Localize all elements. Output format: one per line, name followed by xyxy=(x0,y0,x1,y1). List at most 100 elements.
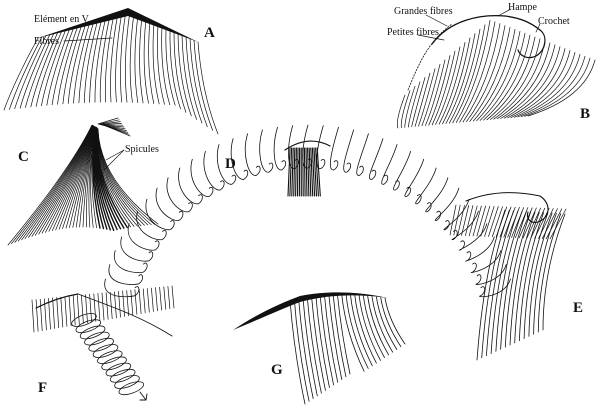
fiber-line xyxy=(48,298,51,330)
fiber-line xyxy=(404,85,416,128)
fiber-line xyxy=(530,207,546,239)
panel-f-coiled-barbule xyxy=(71,313,145,396)
fiber-line xyxy=(273,126,287,171)
coil-loop xyxy=(101,356,127,371)
fiber-line xyxy=(495,210,523,352)
panel-e: E xyxy=(449,192,583,361)
fiber-line xyxy=(363,295,385,358)
fiber-line xyxy=(367,295,389,356)
fiber-line xyxy=(31,299,35,333)
fiber-line xyxy=(167,286,171,310)
panel-g: G xyxy=(233,292,406,405)
fiber-line xyxy=(438,42,466,125)
fiber-line xyxy=(510,50,571,118)
fiber-line xyxy=(25,32,55,108)
panel-b-label-shaft: Hampe xyxy=(508,2,537,13)
panel-b-label-hook: Crochet xyxy=(538,16,570,27)
panel-b-label-large-fibers: Grandes fibres xyxy=(394,6,453,17)
fiber-line xyxy=(157,23,165,105)
fiber-line xyxy=(19,33,51,109)
fiber-line xyxy=(542,213,566,331)
fiber-line xyxy=(193,39,214,131)
fiber-line xyxy=(62,23,83,105)
fiber-line xyxy=(159,286,162,311)
fiber-line xyxy=(458,223,488,251)
coil-loop xyxy=(114,375,140,389)
fiber-line xyxy=(493,40,546,120)
fiber-line xyxy=(396,94,406,129)
panel-b-letter: B xyxy=(580,106,590,122)
fiber-line xyxy=(519,212,544,342)
fiber-line xyxy=(105,13,115,103)
fiber-line xyxy=(507,48,566,119)
fiber-line xyxy=(100,123,122,125)
fiber-line xyxy=(523,212,549,339)
fiber-line xyxy=(350,294,373,367)
coil-loop xyxy=(109,368,136,383)
panel-e-fibers xyxy=(449,204,567,361)
fiber-line xyxy=(522,207,537,239)
fiber-line xyxy=(94,16,107,103)
fiber-line xyxy=(514,211,540,344)
fiber-line xyxy=(527,59,596,117)
fiber-line xyxy=(316,125,326,169)
panel-g-letter: G xyxy=(271,362,283,378)
fiber-line xyxy=(130,289,134,316)
fiber-line xyxy=(343,129,354,173)
fiber-line xyxy=(455,20,491,123)
fiber-line xyxy=(189,38,208,128)
fiber-line xyxy=(517,53,581,118)
fiber-line xyxy=(163,286,167,310)
fiber-line xyxy=(319,295,334,386)
fiber-line xyxy=(315,147,319,197)
fiber-line xyxy=(113,250,148,273)
fiber-line xyxy=(371,296,394,353)
fiber-line xyxy=(127,223,160,251)
fiber-line xyxy=(311,147,316,197)
fiber-line xyxy=(431,50,456,126)
fiber-line xyxy=(115,11,123,103)
fiber-line xyxy=(407,81,421,128)
coil-loop xyxy=(118,381,145,396)
fiber-line xyxy=(64,296,68,327)
fiber-line xyxy=(109,291,113,319)
panel-b-label-small-fibers: Petites fibres xyxy=(387,27,439,38)
fiber-line xyxy=(289,147,293,197)
fiber-line xyxy=(524,57,591,117)
fiber-line xyxy=(293,147,296,197)
coil-loop xyxy=(71,313,97,327)
fiber-line xyxy=(78,20,95,104)
fiber-line xyxy=(435,46,461,125)
fiber-line xyxy=(341,294,365,372)
fiber-line xyxy=(38,125,94,235)
fiber-line xyxy=(39,298,43,331)
panel-a-letter: A xyxy=(204,25,215,41)
fiber-line xyxy=(110,12,119,103)
panel-c: Spicules C xyxy=(7,117,159,246)
panel-a-label-fibers: Fibres xyxy=(34,36,59,47)
fiber-line xyxy=(120,236,154,262)
fiber-line xyxy=(295,147,297,197)
fiber-line xyxy=(89,17,103,103)
fiber-line xyxy=(470,250,502,273)
fiber-line xyxy=(457,204,465,236)
fiber-line xyxy=(41,28,67,107)
fiber-line xyxy=(434,187,460,221)
fiber-line xyxy=(479,278,511,298)
fiber-line xyxy=(185,36,203,124)
fiber-line xyxy=(9,36,43,110)
fiber-line xyxy=(169,28,181,110)
fiber-line xyxy=(332,294,347,378)
fiber-line xyxy=(146,288,150,313)
fiber-line xyxy=(60,296,64,328)
fiber-line xyxy=(138,288,142,314)
fiber-line xyxy=(310,147,314,197)
fiber-line xyxy=(315,296,330,388)
panel-a-label-v-element: Elément en V xyxy=(34,14,90,25)
coil-loop xyxy=(79,325,106,340)
fiber-line xyxy=(488,206,499,237)
fiber-line xyxy=(108,264,143,285)
fiber-line xyxy=(293,298,310,402)
fiber-line xyxy=(452,24,486,124)
